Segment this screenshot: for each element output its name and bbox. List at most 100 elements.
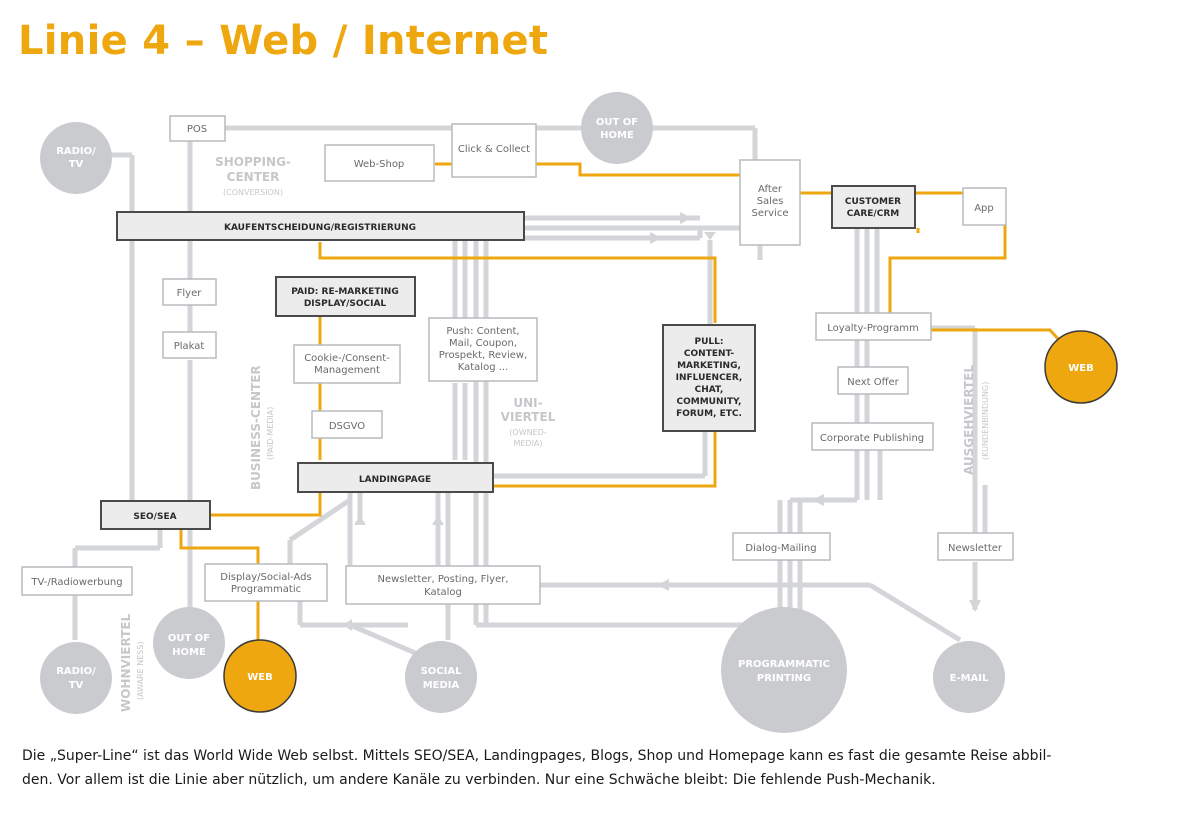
svg-text:LANDINGPAGE: LANDINGPAGE [359,475,431,485]
box-app: App [962,187,1007,226]
svg-text:CARE/CRM: CARE/CRM [847,209,899,219]
svg-text:Push: Content,: Push: Content, [446,326,519,337]
svg-text:Newsletter, Posting, Flyer,: Newsletter, Posting, Flyer, [377,574,508,585]
district-ausgehviertel: AUSGEHVIERTEL (KUNDENBINDUNG) [962,365,990,475]
svg-text:PULL:: PULL: [695,337,724,347]
svg-text:TV: TV [69,680,84,691]
box-push: Push: Content, Mail, Coupon, Prospekt, R… [428,317,538,382]
svg-text:VIERTEL: VIERTEL [501,410,556,424]
box-plakat: Plakat [162,331,217,359]
box-pos: POS [169,115,226,142]
svg-text:Plakat: Plakat [174,341,205,352]
svg-text:Programmatic: Programmatic [231,584,301,595]
svg-text:SHOPPING-: SHOPPING- [215,155,291,169]
district-business-center: BUSINESS-CENTER (PAID-MEDIA) [249,365,275,490]
svg-text:App: App [974,203,994,214]
box-after-sales-service: After Sales Service [739,159,801,246]
svg-text:BUSINESS-CENTER: BUSINESS-CENTER [249,365,263,490]
svg-text:Management: Management [314,365,380,376]
box-cookie-consent: Cookie-/Consent- Management [293,344,401,384]
svg-text:WOHNVIERTEL: WOHNVIERTEL [119,613,133,712]
svg-text:(OWNED-: (OWNED- [509,428,547,437]
circle-radio-bottom: RADIO/ TV [40,642,112,714]
svg-text:MEDIA: MEDIA [423,680,460,691]
svg-text:Flyer: Flyer [177,288,203,299]
page-title: Linie 4 – Web / Internet [18,18,549,64]
box-seo-sea: SEO/SEA [100,500,211,530]
svg-text:INFLUENCER,: INFLUENCER, [676,373,743,383]
svg-text:Katalog ...: Katalog ... [458,362,509,373]
svg-text:Cookie-/Consent-: Cookie-/Consent- [304,353,390,364]
svg-text:Service: Service [752,208,789,219]
svg-text:(AWARE NESS): (AWARE NESS) [136,641,145,700]
svg-text:KAUFENTSCHEIDUNG/REGISTRIERUNG: KAUFENTSCHEIDUNG/REGISTRIERUNG [224,223,416,233]
box-pull: PULL: CONTENT- MARKETING, INFLUENCER, CH… [662,324,756,432]
svg-text:PAID: RE-MARKETING: PAID: RE-MARKETING [291,287,398,297]
svg-text:Click & Collect: Click & Collect [458,144,530,155]
circle-email: E-MAIL [933,641,1005,713]
grey-arrowheads [343,212,981,631]
svg-text:MEDIA): MEDIA) [513,439,542,448]
svg-text:CUSTOMER: CUSTOMER [845,197,901,207]
svg-text:RADIO/: RADIO/ [56,146,96,157]
svg-text:Katalog: Katalog [424,587,462,598]
svg-text:Next Offer: Next Offer [847,377,899,388]
svg-text:HOME: HOME [600,130,634,141]
box-flyer: Flyer [162,278,217,306]
box-display-social-ads: Display/Social-Ads Programmatic [204,563,328,602]
box-customer-care: CUSTOMER CARE/CRM [831,185,916,229]
svg-text:DISPLAY/SOCIAL: DISPLAY/SOCIAL [304,299,387,309]
box-corporate-publishing: Corporate Publishing [811,422,934,451]
circle-out-of-home-bottom: OUT OF HOME [153,607,225,679]
svg-text:Web-Shop: Web-Shop [354,159,405,170]
svg-text:UNI-: UNI- [513,396,542,410]
svg-text:RADIO/: RADIO/ [56,666,96,677]
district-shopping-center: SHOPPING- CENTER (CONVERSION) [215,155,291,197]
box-kaufentscheidung: KAUFENTSCHEIDUNG/REGISTRIERUNG [116,211,525,241]
box-tv-radiowerbung: TV-/Radiowerbung [21,566,133,596]
svg-text:CHAT,: CHAT, [695,385,724,395]
svg-text:Loyalty-Programm: Loyalty-Programm [827,323,919,334]
svg-text:SOCIAL: SOCIAL [421,666,463,677]
box-newsletter-posting: Newsletter, Posting, Flyer, Katalog [345,565,541,605]
caption-line-1: Die „Super-Line“ ist das World Wide Web … [22,748,1052,764]
box-web-shop: Web-Shop [324,144,435,182]
circle-social-media: SOCIAL MEDIA [405,641,477,713]
svg-text:TV-/Radiowerbung: TV-/Radiowerbung [30,577,122,588]
svg-text:CENTER: CENTER [227,170,280,184]
svg-text:FORUM, ETC.: FORUM, ETC. [676,409,742,419]
svg-text:POS: POS [187,124,207,135]
channel-map-diagram: RADIO/ TV OUT OF HOME RADIO/ TV OUT OF H… [21,92,1118,733]
svg-text:(CONVERSION): (CONVERSION) [223,188,283,197]
circle-out-of-home-top: OUT OF HOME [581,92,653,164]
svg-text:WEB: WEB [247,672,272,683]
svg-text:OUT OF: OUT OF [168,633,210,644]
box-newsletter-right: Newsletter [937,532,1014,561]
svg-text:Corporate Publishing: Corporate Publishing [820,433,924,444]
svg-text:Dialog-Mailing: Dialog-Mailing [745,543,816,554]
svg-text:Sales: Sales [757,196,784,207]
svg-text:AUSGEHVIERTEL: AUSGEHVIERTEL [962,365,976,475]
box-next-offer: Next Offer [837,366,909,395]
svg-text:After: After [758,184,783,195]
svg-text:MARKETING,: MARKETING, [677,361,741,371]
box-landingpage: LANDINGPAGE [297,462,494,493]
svg-text:TV: TV [69,159,84,170]
svg-text:HOME: HOME [172,647,206,658]
svg-text:(PAID-MEDIA): (PAID-MEDIA) [266,407,275,460]
caption-line-2: den. Vor allem ist die Linie aber nützli… [22,772,936,788]
box-click-collect: Click & Collect [451,123,537,178]
svg-text:E-MAIL: E-MAIL [950,673,989,684]
svg-text:Prospekt, Review,: Prospekt, Review, [439,350,528,361]
svg-text:SEO/SEA: SEO/SEA [133,512,176,522]
svg-text:Mail, Coupon,: Mail, Coupon, [449,338,517,349]
circle-web-right: WEB [1044,330,1118,404]
district-uni-viertel: UNI- VIERTEL (OWNED- MEDIA) [501,396,556,448]
svg-text:PROGRAMMATIC: PROGRAMMATIC [738,659,830,670]
svg-text:COMMUNITY,: COMMUNITY, [677,397,742,407]
circle-radio-top: RADIO/ TV [40,122,112,194]
svg-text:CONTENT-: CONTENT- [684,349,734,359]
district-wohnviertel: WOHNVIERTEL (AWARE NESS) [119,613,145,712]
svg-text:OUT OF: OUT OF [596,117,638,128]
caption: Die „Super-Line“ ist das World Wide Web … [22,744,1182,792]
